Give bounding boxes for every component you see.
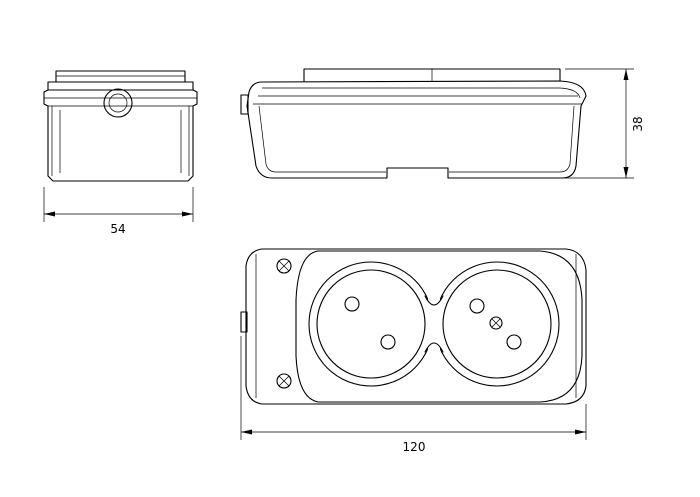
- screw-bottom-icon: [276, 373, 292, 389]
- dimension-width-label: 54: [110, 222, 125, 236]
- socket-left-hole-1: [344, 296, 360, 312]
- dimension-length-label: 120: [403, 440, 426, 454]
- end-view: [43, 70, 198, 182]
- socket-right-hole-1: [469, 298, 485, 314]
- screw-top-icon: [276, 258, 292, 274]
- socket-left: [308, 261, 434, 387]
- side-view: [240, 68, 587, 179]
- dimension-height-label: 38: [631, 116, 645, 131]
- earth-pin-icon: [489, 316, 503, 330]
- end-view-button: [103, 88, 133, 118]
- socket-right-hole-2: [506, 334, 522, 350]
- socket-left-hole-2: [380, 334, 396, 350]
- dimension-width: 54: [43, 187, 194, 236]
- dimension-height: 38: [565, 68, 645, 179]
- socket-right: [434, 261, 560, 387]
- dimension-length: 120: [240, 336, 587, 454]
- top-view: [240, 248, 587, 405]
